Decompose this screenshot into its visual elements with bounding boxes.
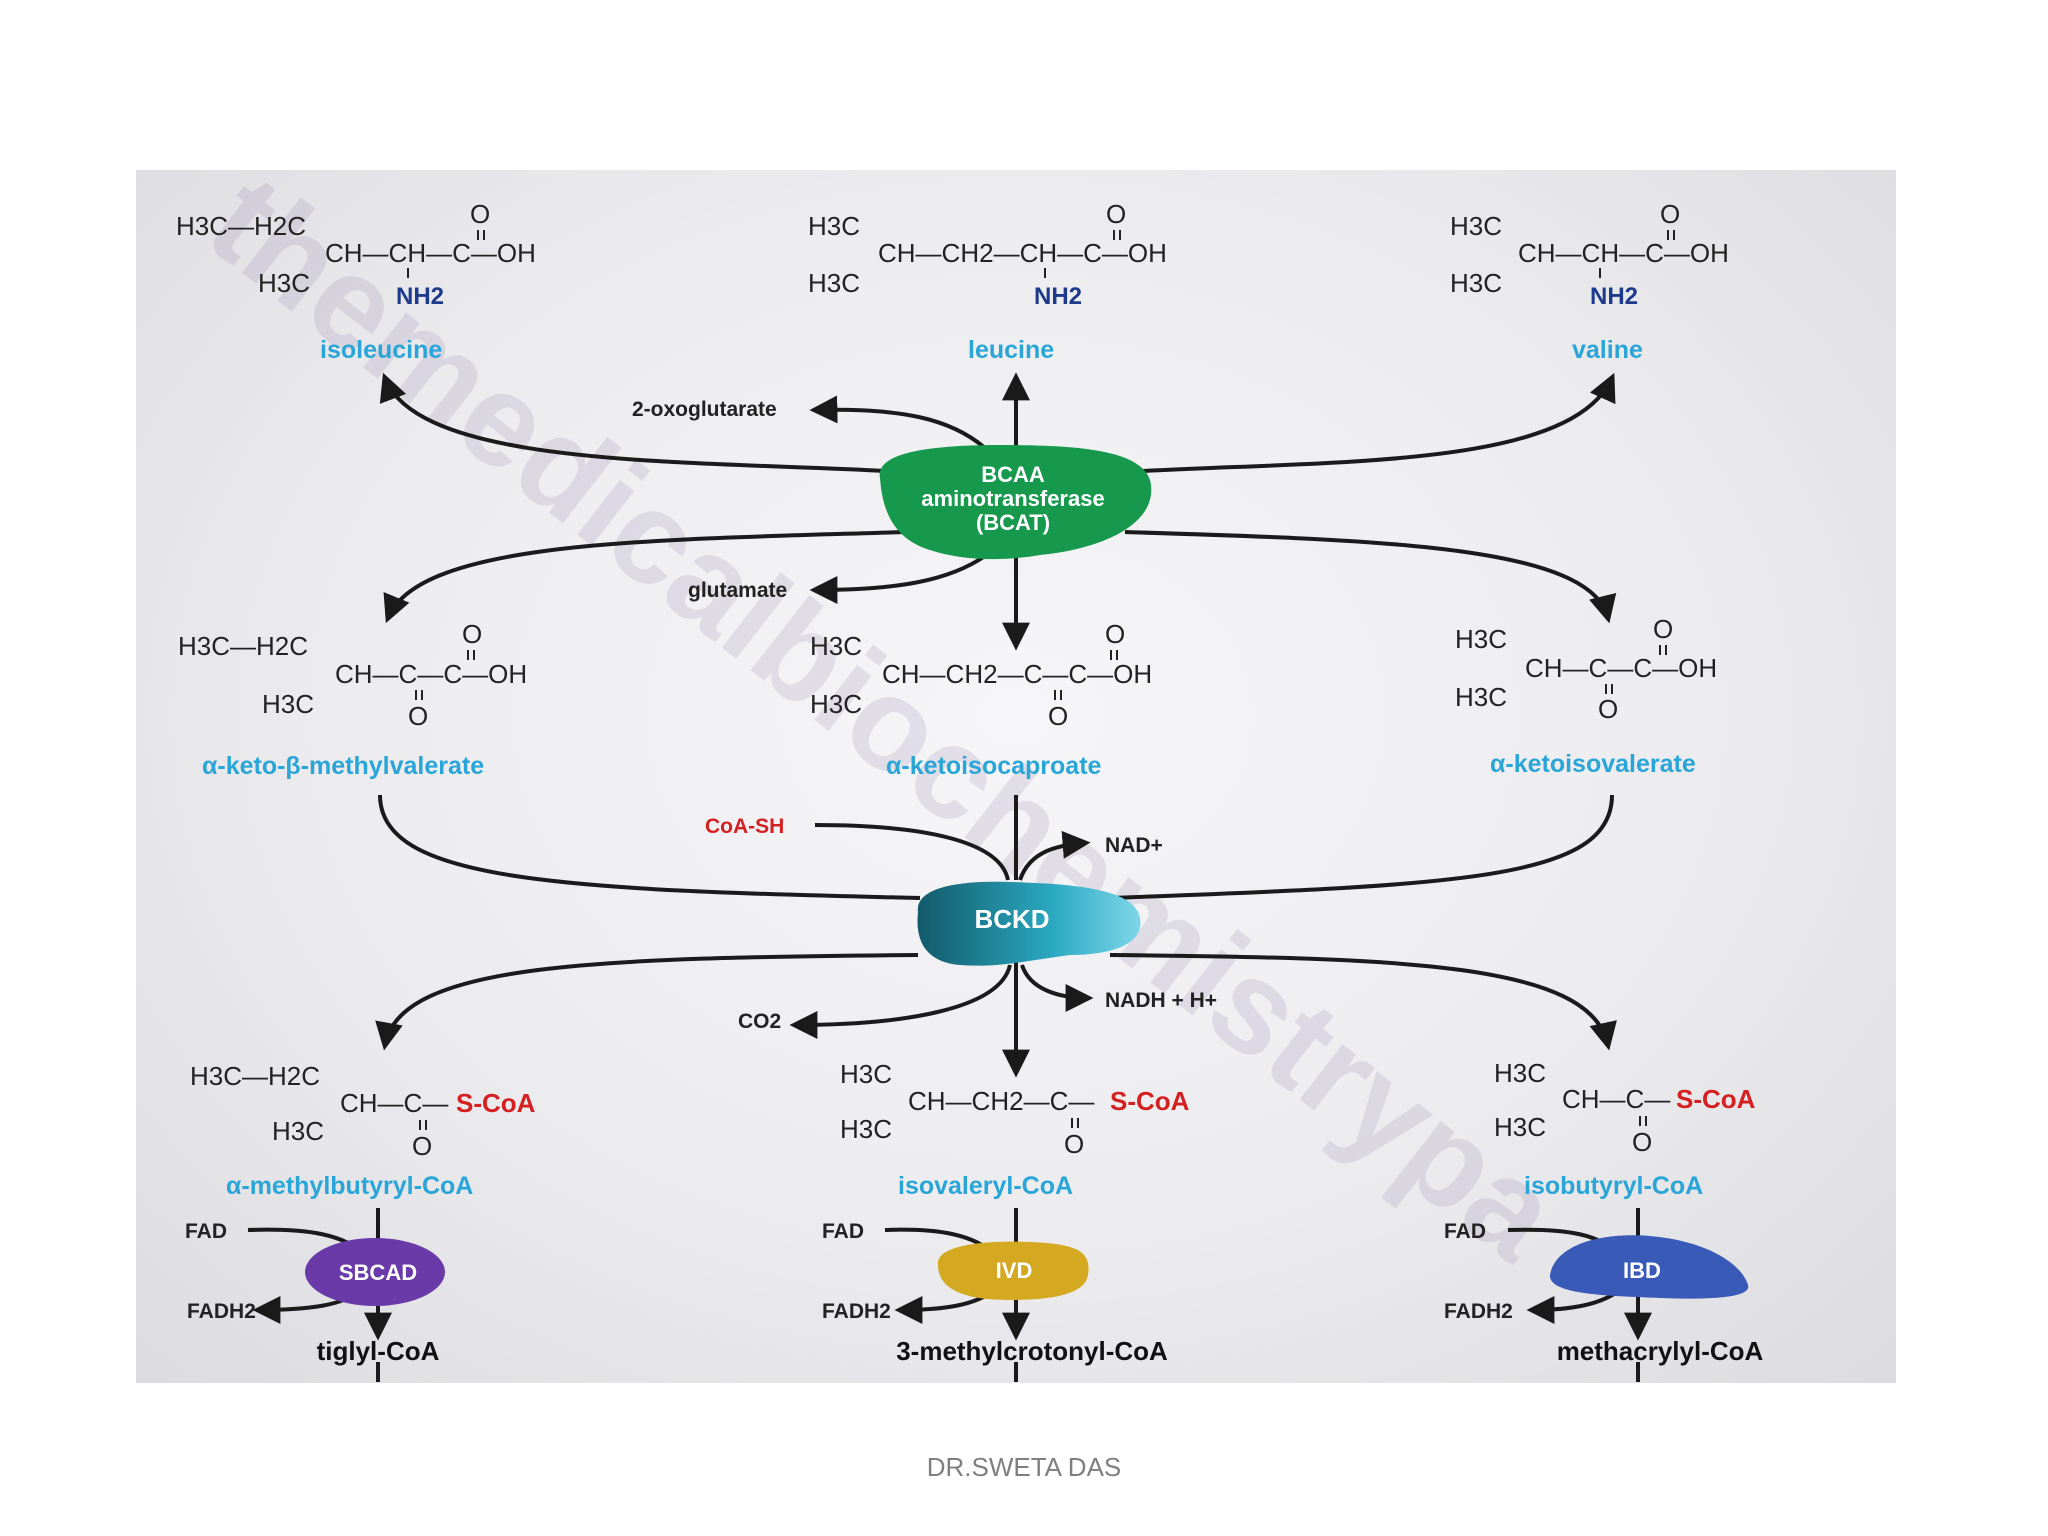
leucine-carbonyl-o: O [1106,199,1126,229]
kiv-label: α-ketoisovalerate [1490,750,1696,778]
ivd-fad-label: FAD [822,1220,864,1243]
sbcad-enzyme-shape [305,1238,445,1306]
ibd-fad-label: FAD [1444,1220,1486,1243]
nadh-label: NADH + H+ [1105,989,1217,1012]
slide-footer: DR.SWETA DAS [926,1452,1122,1482]
ibcoa-coa: S-CoA [1676,1084,1756,1114]
isoleucine-formula-top: H3C—H2C [176,211,306,241]
pathway-figure-panel [136,170,1896,1383]
methylcrotonyl-coa-label: 3-methylcrotonyl-CoA [896,1336,1168,1366]
kiv-formula-top: H3C [1455,624,1507,654]
bcat-label-line1: BCAA [981,462,1045,487]
mbcoa-label: α-methylbutyryl-CoA [226,1172,473,1200]
kmv-structure: H3C—H2C O CH—C—C—OH O H3C α-keto-β-methy… [178,619,527,780]
ibcoa-o-bottom: O [1632,1127,1652,1157]
ivd-step: FAD FADH2 IVD 3-methylcrotonyl-CoA [822,1208,1168,1382]
isoleucine-carbonyl-o: O [470,199,490,229]
bcat-label-line3: (BCAT) [976,510,1050,535]
kiv-o-bottom: O [1598,694,1618,724]
valine-amine: NH2 [1590,283,1638,310]
kmv-formula-bottom: H3C [262,689,314,719]
ivd-fadh2-label: FADH2 [822,1300,891,1323]
ibd-label: IBD [1623,1258,1661,1283]
ivcoa-formula-mid: CH—CH2—C— [908,1086,1094,1116]
decarboxylation-arrows [375,794,1617,1078]
ibcoa-structure: H3C CH—C— S-CoA O H3C isobutyryl-CoA [1494,1058,1756,1200]
isoleucine-formula-bottom: H3C [258,268,310,298]
sbcad-fadh2-label: FADH2 [187,1300,256,1323]
leucine-structure: H3C O CH—CH2—CH—C—OH H3C NH2 leucine [808,199,1167,364]
kic-formula-mid: CH—CH2—C—C—OH [882,659,1152,689]
kic-o-bottom: O [1048,701,1068,731]
kiv-formula-bottom: H3C [1455,682,1507,712]
leucine-label: leucine [968,336,1054,364]
leucine-formula-top: H3C [808,211,860,241]
leucine-amine: NH2 [1034,283,1082,310]
ibd-enzyme-shape [1549,1235,1749,1299]
isoleucine-label: isoleucine [320,336,442,364]
kmv-o-bottom: O [408,701,428,731]
kic-o-top: O [1105,619,1125,649]
valine-formula-bottom: H3C [1450,268,1502,298]
ibd-step: FAD FADH2 IBD methacrylyl-CoA [1444,1208,1764,1382]
valine-structure: H3C O CH—CH—C—OH H3C NH2 valine [1450,199,1729,364]
valine-label: valine [1572,336,1643,364]
kic-structure: H3C O CH—CH2—C—C—OH O H3C α-ketoisocapro… [810,619,1152,780]
kiv-formula-mid: CH—C—C—OH [1525,653,1717,683]
transamination-arrows [379,372,1617,651]
bckd-enzyme-shape [917,881,1141,966]
methacrylyl-coa-label: methacrylyl-CoA [1557,1336,1764,1366]
ivcoa-formula-top: H3C [840,1059,892,1089]
ibcoa-formula-mid: CH—C— [1562,1084,1670,1114]
isoleucine-structure: H3C—H2C O CH—CH—C—OH H3C NH2 isoleucine [176,199,536,364]
sbcad-step: FAD FADH2 SBCAD tiglyl-CoA [185,1208,445,1382]
ivcoa-formula-bottom: H3C [840,1114,892,1144]
kmv-label: α-keto-β-methylvalerate [202,752,484,780]
sbcad-fad-label: FAD [185,1220,227,1243]
sbcad-label: SBCAD [339,1260,417,1285]
mbcoa-coa: S-CoA [456,1088,536,1118]
mbcoa-structure: H3C—H2C CH—C— S-CoA O H3C α-methylbutyry… [190,1061,536,1200]
kiv-o-top: O [1653,614,1673,644]
isoleucine-amine: NH2 [396,283,444,310]
ivd-label: IVD [996,1258,1033,1283]
co2-label: CO2 [738,1010,781,1033]
kic-label: α-ketoisocaproate [886,752,1102,780]
isoleucine-formula-mid: CH—CH—C—OH [325,238,536,268]
mbcoa-o-bottom: O [412,1131,432,1161]
kiv-structure: H3C O CH—C—C—OH O H3C α-ketoisovalerate [1455,614,1717,778]
ibcoa-formula-bottom: H3C [1494,1112,1546,1142]
coa-sh-label: CoA-SH [705,815,784,838]
mbcoa-formula-bottom: H3C [272,1116,324,1146]
ivcoa-structure: H3C CH—CH2—C— S-CoA O H3C isovaleryl-CoA [840,1059,1190,1200]
kmv-formula-mid: CH—C—C—OH [335,659,527,689]
mbcoa-formula-top: H3C—H2C [190,1061,320,1091]
leucine-formula-bottom: H3C [808,268,860,298]
bcat-enzyme-shape [879,445,1152,560]
valine-carbonyl-o: O [1660,199,1680,229]
leucine-formula-mid: CH—CH2—CH—C—OH [878,238,1167,268]
ivcoa-o-bottom: O [1064,1129,1084,1159]
nad-label: NAD+ [1105,834,1163,857]
mbcoa-formula-mid: CH—C— [340,1088,448,1118]
valine-formula-top: H3C [1450,211,1502,241]
glutamate-label: glutamate [688,579,787,602]
ibcoa-label: isobutyryl-CoA [1524,1172,1703,1200]
two-oxoglutarate-label: 2-oxoglutarate [632,398,777,421]
kic-formula-top: H3C [810,631,862,661]
ivd-enzyme-shape [937,1241,1089,1300]
bckd-label: BCKD [974,904,1049,934]
valine-formula-mid: CH—CH—C—OH [1518,238,1729,268]
ivcoa-label: isovaleryl-CoA [898,1172,1073,1200]
ibd-fadh2-label: FADH2 [1444,1300,1513,1323]
kmv-o-top: O [462,619,482,649]
tiglyl-coa-label: tiglyl-CoA [317,1336,440,1366]
ivcoa-coa: S-CoA [1110,1086,1190,1116]
bcat-label-line2: aminotransferase [921,486,1104,511]
ibcoa-formula-top: H3C [1494,1058,1546,1088]
kmv-formula-top: H3C—H2C [178,631,308,661]
kic-formula-bottom: H3C [810,689,862,719]
